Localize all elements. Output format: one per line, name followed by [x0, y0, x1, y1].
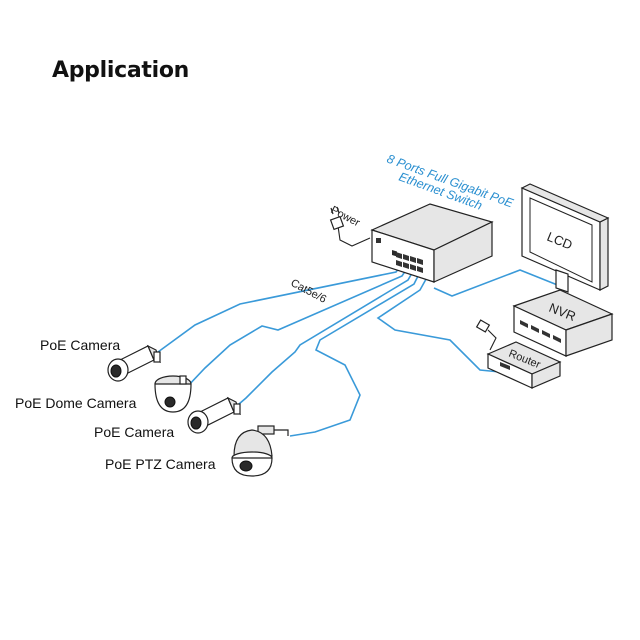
cable-camera-1 — [157, 261, 405, 353]
poe-camera-1-icon — [107, 344, 161, 382]
router — [475, 319, 562, 389]
device-label-poe-dome-camera: PoE Dome Camera — [15, 395, 137, 411]
lcd-monitor — [520, 183, 610, 293]
poe-switch — [370, 203, 494, 283]
cable-camera-2 — [231, 265, 417, 411]
poe-ptz-camera-icon — [231, 425, 289, 477]
cable-type-label: Cat5e/6 — [289, 277, 329, 306]
cable-ptz-camera — [289, 267, 423, 437]
power-plug-icon — [329, 206, 345, 231]
poe-dome-camera-icon — [154, 375, 192, 413]
device-label-poe-camera-1: PoE Camera — [40, 337, 120, 353]
device-label-poe-camera-2: PoE Camera — [94, 424, 174, 440]
device-label-poe-ptz-camera: PoE PTZ Camera — [105, 456, 216, 472]
nvr-recorder — [512, 289, 614, 357]
cable-dome-camera — [185, 263, 411, 389]
cable-power — [337, 225, 371, 247]
cable-router — [376, 271, 501, 373]
poe-camera-2-icon — [187, 396, 241, 434]
cable-nvr — [433, 269, 561, 297]
page-title: Application — [52, 58, 190, 83]
